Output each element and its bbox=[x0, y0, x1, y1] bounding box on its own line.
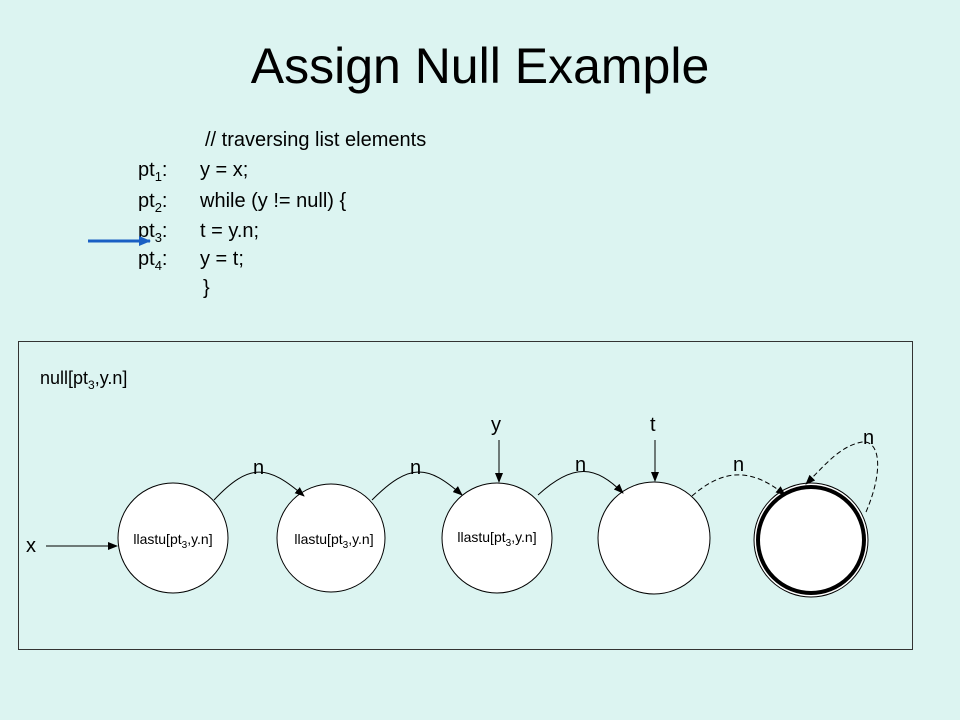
n-edge-1-2 bbox=[213, 471, 305, 501]
code-statement: while (y != null) { bbox=[200, 190, 347, 212]
program-point-label: pt1: bbox=[138, 159, 168, 184]
var-y-label: y bbox=[491, 414, 501, 436]
program-point-label: pt2: bbox=[138, 190, 168, 215]
heap-diagram-panel bbox=[18, 341, 913, 650]
list-node-4 bbox=[597, 481, 711, 595]
node-2-label: llastu[pt3,y.n] bbox=[294, 531, 373, 551]
n-edge-4-summary bbox=[691, 474, 786, 497]
code-closing-brace: } bbox=[203, 277, 210, 299]
n-edge-3-4-label: n bbox=[575, 454, 586, 476]
code-statement: y = t; bbox=[200, 248, 244, 270]
n-edge-3-4 bbox=[537, 471, 624, 496]
list-node-3 bbox=[441, 482, 553, 594]
code-statement: t = y.n; bbox=[200, 220, 260, 242]
code-statement: y = x; bbox=[200, 159, 249, 181]
code-line-1: pt1: y = x; bbox=[0, 157, 960, 184]
predicate-label: null[pt3,y.n] bbox=[40, 368, 127, 392]
var-x-label: x bbox=[26, 535, 36, 557]
summary-node bbox=[753, 482, 869, 598]
n-edge-4-summary-label: n bbox=[733, 454, 744, 476]
slide-title: Assign Null Example bbox=[250, 38, 710, 94]
n-edge-self-label: n bbox=[863, 427, 874, 449]
program-point-label: pt4: bbox=[138, 248, 168, 273]
n-edge-summary-self bbox=[805, 441, 879, 513]
n-edge-2-3 bbox=[371, 471, 463, 501]
n-edge-1-2-label: n bbox=[253, 457, 264, 479]
code-comment: // traversing list elements bbox=[205, 129, 427, 151]
node-1-label: llastu[pt3,y.n] bbox=[133, 531, 212, 551]
list-node-1 bbox=[117, 482, 229, 594]
node-3-label: llastu[pt3,y.n] bbox=[457, 529, 536, 549]
list-node-2 bbox=[276, 483, 386, 593]
code-line-4: pt4: y = t; bbox=[0, 246, 960, 273]
n-edge-2-3-label: n bbox=[410, 457, 421, 479]
var-t-label: t bbox=[650, 414, 656, 436]
code-line-2: pt2: while (y != null) { bbox=[0, 188, 960, 215]
